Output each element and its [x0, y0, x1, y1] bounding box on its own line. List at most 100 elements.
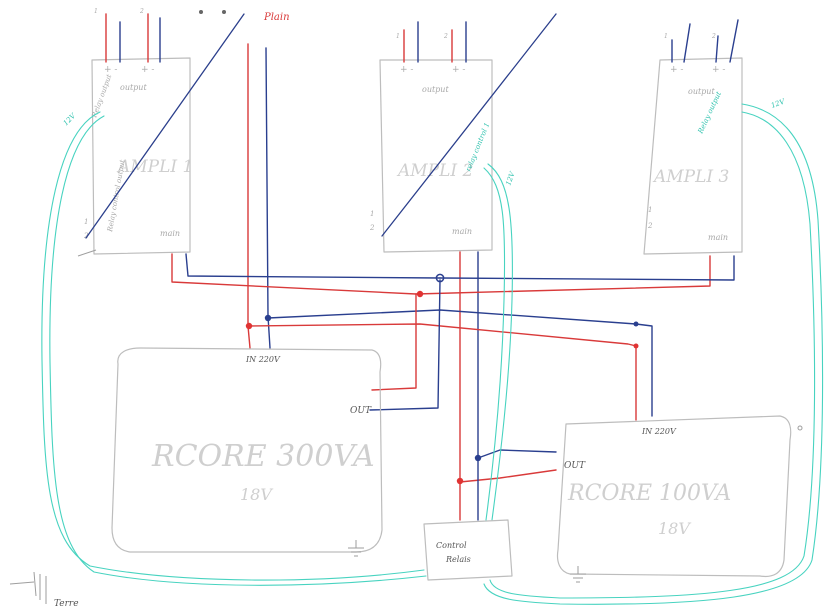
relay-signal-wiring	[41, 103, 824, 605]
terminal-dot-2	[222, 10, 226, 14]
plain-label: Plain	[263, 12, 290, 23]
ampli-1-module: + - + - output AMPLI 1 Relay output main…	[77, 8, 193, 257]
ampli-2-output-label: output	[422, 85, 449, 94]
mains-blue-incoming	[265, 47, 271, 349]
rcore-100-title: RCORE 100VA	[567, 481, 731, 506]
earth-symbol-strokes	[9, 571, 47, 604]
junction-red-1	[245, 322, 253, 330]
ampli-1-top-pin-1: 1	[94, 8, 98, 15]
ampli-2-pin-1: 1	[370, 210, 374, 218]
relay-line-ampli-1	[85, 13, 245, 239]
speaker-output-wires	[105, 10, 739, 63]
terminal-dot-1	[199, 10, 203, 14]
earth-symbol: Terre	[9, 571, 79, 609]
rcore-100-voltage: 18V	[658, 519, 691, 538]
ampli-3-main-red	[415, 255, 711, 295]
junction-red-3	[456, 477, 464, 485]
relay-line-ampli-2	[381, 13, 557, 237]
ampli-1-relay-output-label: Relay output	[90, 73, 113, 119]
ampli-1-12v-label: 12V	[62, 111, 78, 127]
teal-ampli-2-a	[487, 163, 514, 521]
ampli-3-title: AMPLI 3	[652, 167, 729, 187]
ampli-3-12v-label: 12V	[770, 97, 787, 110]
ampli-2-top-pin-2: 2	[443, 33, 448, 40]
teal-ampli-2-b	[483, 167, 506, 521]
junction-red-2	[416, 290, 424, 298]
ampli-2-pin-2: 2	[369, 224, 375, 232]
ampli-3-pin-1: 1	[648, 206, 652, 214]
rcore-300-input-label: IN 220V	[245, 355, 281, 364]
ampli-1-output-polarity-b: + -	[141, 65, 154, 75]
ampli-3-relay-output-label: Relay output	[696, 90, 723, 136]
rcore-300-transformer: RCORE 300VA 18V IN 220V OUT	[111, 347, 383, 557]
ampli-3-output-polarity-b: + -	[712, 65, 725, 75]
rcore-100-out-blue	[477, 449, 557, 459]
rcore-300-out-label: OUT	[350, 406, 372, 416]
bus-red-to-rcore-100	[247, 323, 637, 421]
ampli-3-main-blue	[439, 255, 735, 281]
junction-blue-4	[633, 321, 639, 327]
mains-red-incoming	[247, 43, 251, 349]
teal-ampli-1-a	[41, 111, 425, 581]
rcore-300-out-red	[371, 293, 417, 391]
ampli-2-title: AMPLI 2	[396, 161, 473, 181]
rcore-100-ground-symbol	[570, 566, 586, 583]
junction-blue-1	[264, 314, 272, 322]
ampli-3-box	[643, 57, 743, 255]
control-relais-box	[423, 519, 513, 581]
rcore-300-ground-symbol	[348, 540, 364, 557]
rcore-300-box	[111, 347, 383, 553]
ampli-1-output-polarity-a: + -	[104, 65, 117, 75]
ampli-3-output-polarity-a: + -	[670, 65, 683, 75]
ampli-3-main-label: main	[708, 233, 728, 242]
control-relais-label-2: Relais	[445, 555, 471, 564]
ampli-1-output-label: output	[120, 83, 147, 92]
teal-ampli-3-b	[489, 111, 816, 599]
ampli-1-main-blue	[185, 253, 441, 279]
rcore-100-mount-hole	[797, 425, 803, 431]
ampli-1-corner-tick	[77, 249, 97, 257]
ampli-3-top-pin-2: 2	[711, 33, 716, 40]
ampli-1-main-label: main	[160, 229, 180, 238]
rcore-100-transformer: RCORE 100VA 18V IN 220V OUT	[556, 415, 803, 583]
ampli-2-main-label: main	[452, 227, 472, 236]
relay-control-lines	[85, 13, 557, 239]
ampli-1-top-pin-2: 2	[139, 8, 144, 15]
rcore-300-voltage: 18V	[240, 485, 273, 504]
rcore-100-out-red	[459, 469, 557, 483]
ampli-2-output-polarity-a: + -	[400, 65, 413, 75]
junction-red-4	[633, 343, 639, 349]
ampli-2-module: + - + - output AMPLI 2 main relay contro…	[369, 33, 517, 253]
mains-wiring	[171, 43, 735, 521]
ampli-3-pin-2: 2	[647, 222, 653, 230]
ampli-2-12v-label: 12V	[504, 170, 517, 187]
rcore-100-input-label: IN 220V	[641, 427, 677, 436]
ampli-3-out-2-b	[729, 19, 739, 63]
teal-ampli-1-b	[49, 115, 427, 586]
ampli-3-out-1-b	[683, 23, 691, 63]
rcore-100-out-label: OUT	[564, 461, 586, 471]
rcore-300-title: RCORE 300VA	[151, 439, 375, 474]
junction-blue-2	[435, 273, 445, 283]
ampli-2-box	[379, 59, 493, 253]
ampli-3-output-label: output	[688, 87, 715, 96]
junction-blue-3	[474, 454, 482, 462]
ampli-3-top-pin-1: 1	[664, 33, 668, 40]
ampli-1-pin-2: 2	[83, 232, 89, 240]
ampli-3-out-2-a	[715, 35, 719, 63]
ampli-2-output-polarity-b: + -	[452, 65, 465, 75]
ampli-2-relay-control-label: relay control 1	[464, 122, 491, 173]
rcore-100-box	[556, 415, 792, 578]
control-relais-label-1: Control	[436, 541, 467, 550]
ampli-1-box	[91, 57, 191, 255]
ampli-1-pin-1: 1	[84, 218, 88, 226]
control-relais-module: Control Relais	[423, 519, 513, 581]
ampli-1-title: AMPLI 1	[116, 157, 193, 177]
ampli-3-module: + - + - output AMPLI 3 main Relay output…	[643, 33, 787, 255]
earth-label: Terre	[54, 599, 79, 609]
teal-ampli-3-a	[483, 103, 824, 605]
ampli-2-top-pin-1: 1	[396, 33, 400, 40]
rcore-300-out-blue	[369, 279, 441, 411]
